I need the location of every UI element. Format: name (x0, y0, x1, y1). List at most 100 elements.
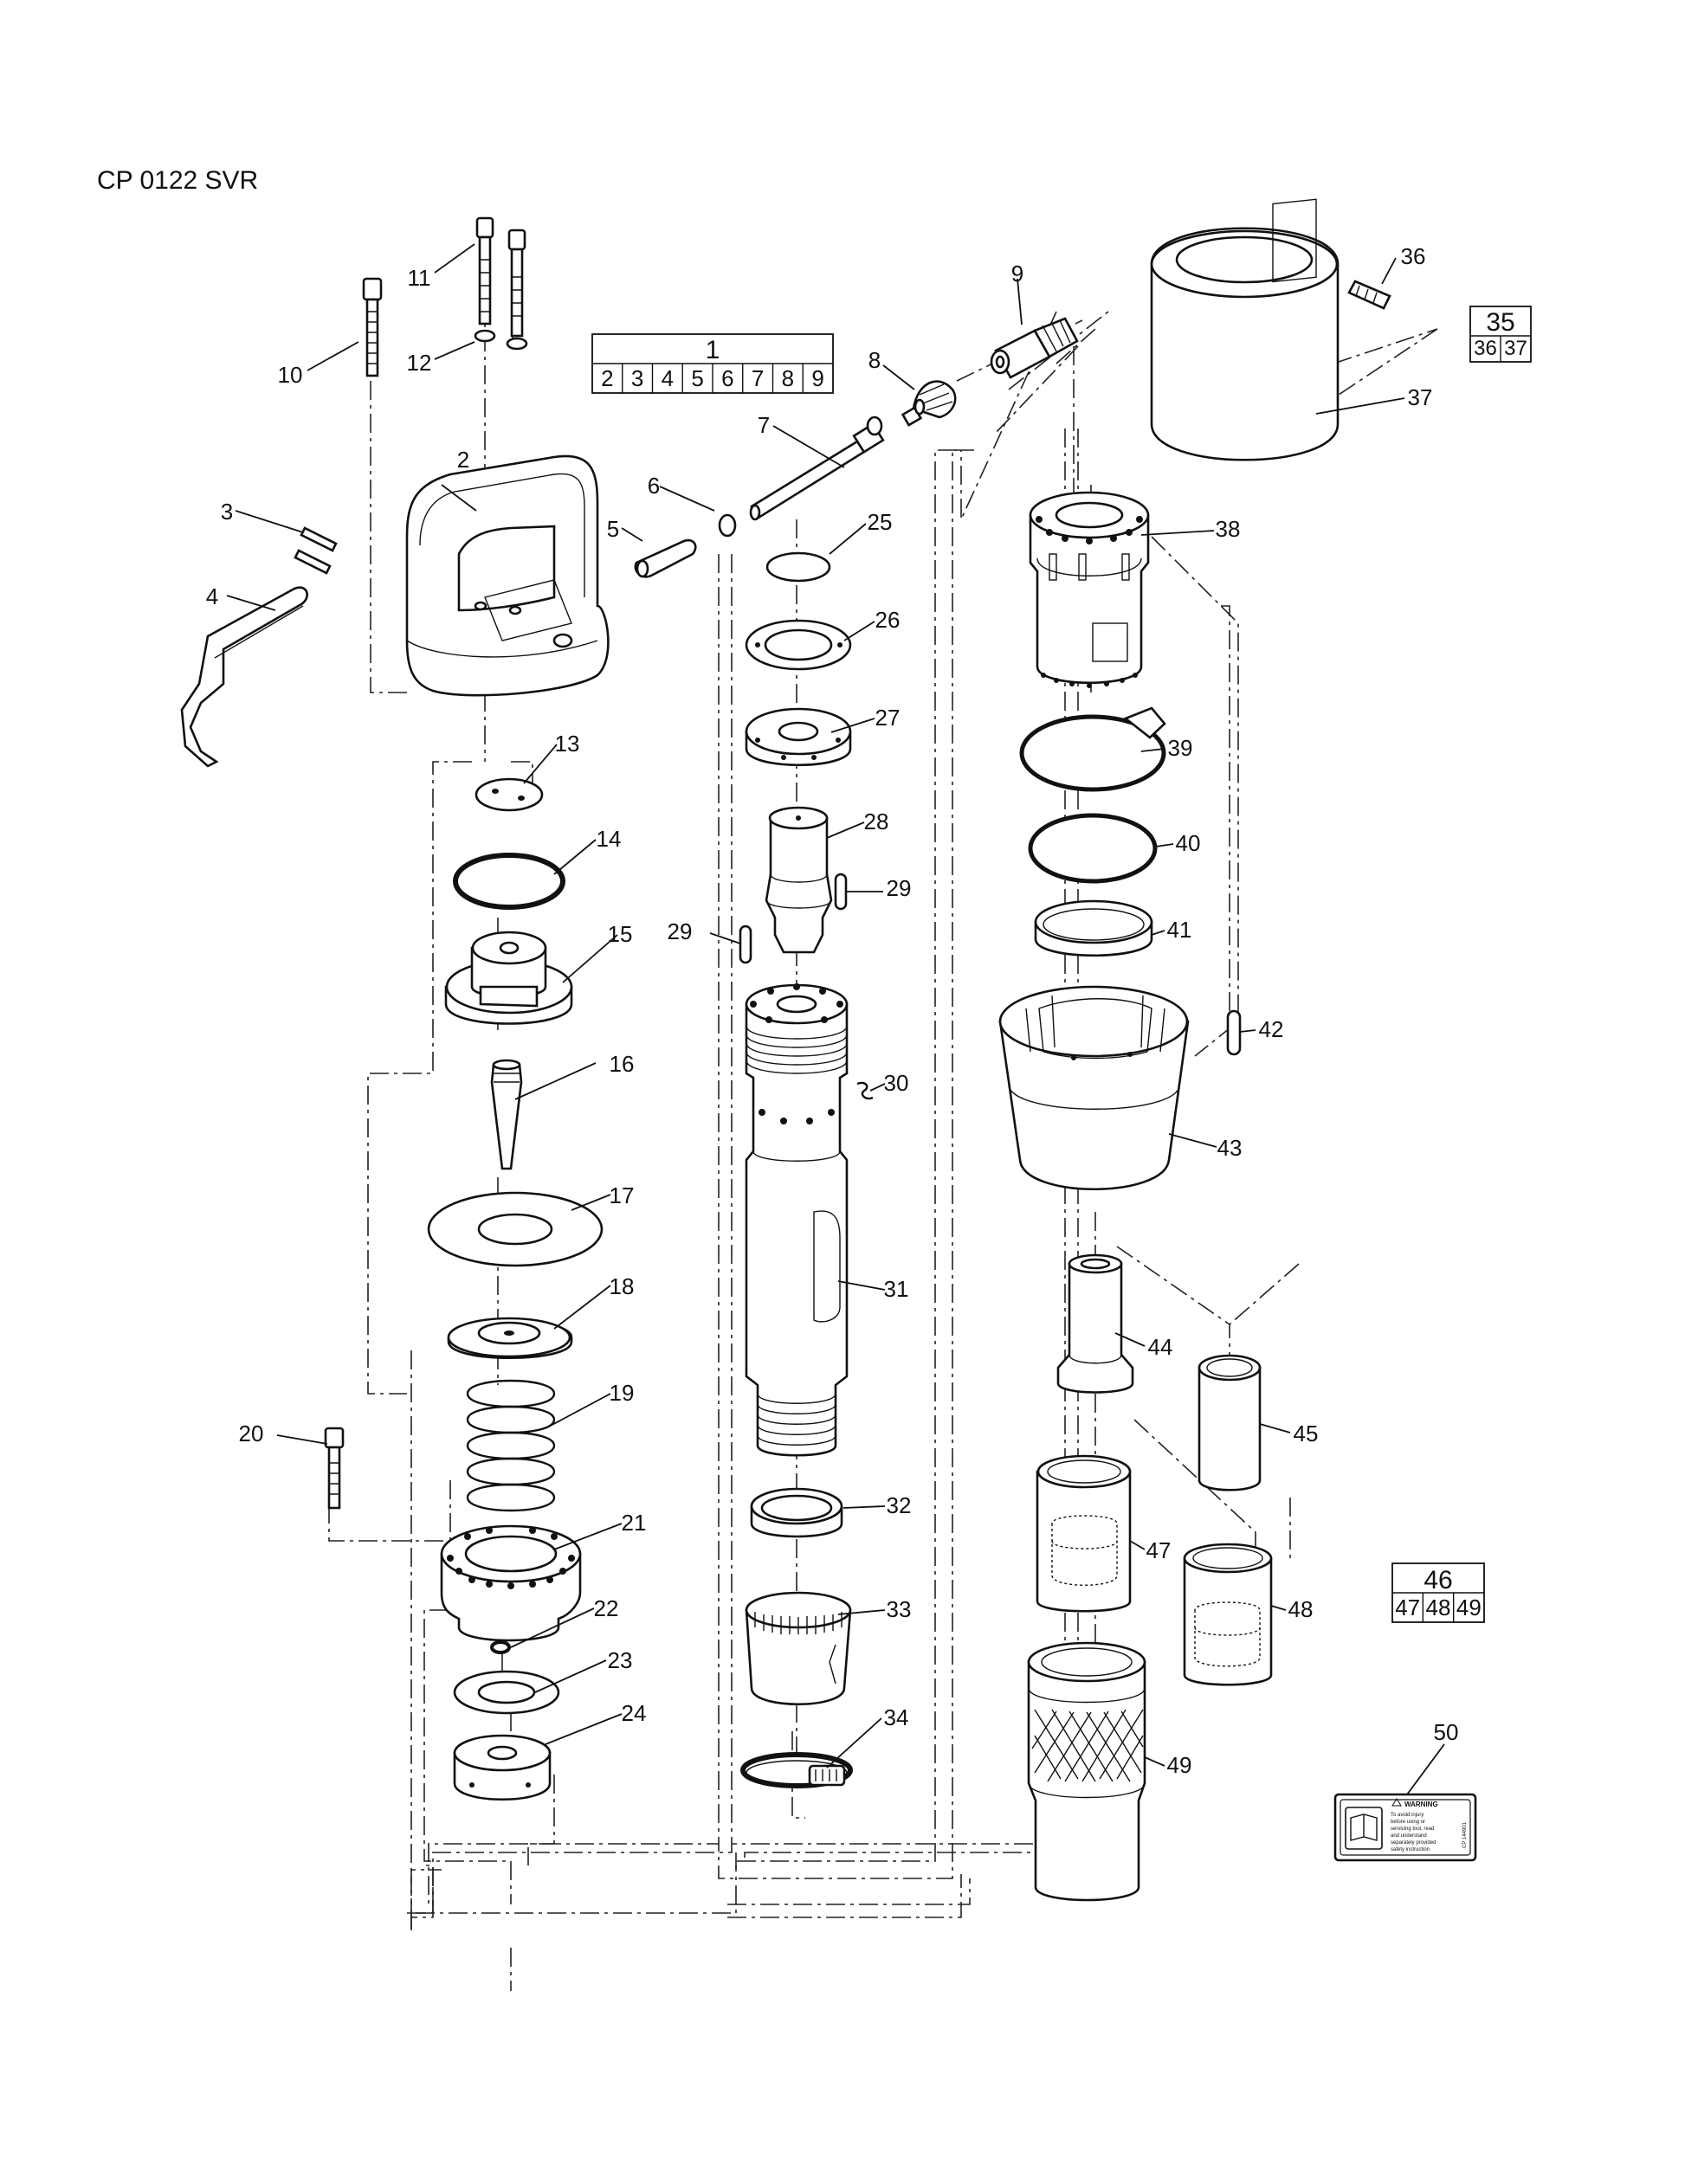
kit-35-member-36: 36 (1474, 337, 1497, 360)
callout-47: 47 (1146, 1537, 1172, 1563)
part-41-ring (1034, 899, 1153, 957)
warning-triangle-icon (1391, 1798, 1402, 1807)
kit-46-header: 46 (1424, 1566, 1452, 1595)
kit-46-member-48: 48 (1426, 1595, 1451, 1620)
callout-6: 6 (648, 473, 660, 499)
part-30-pin (856, 1081, 874, 1100)
part-43-nose (998, 985, 1190, 1191)
part-50-warning-label: WARNING To avoid injury before using or … (1333, 1793, 1477, 1862)
part-42-pin (1226, 1009, 1242, 1056)
callout-9: 9 (1011, 261, 1023, 287)
callout-3: 3 (221, 499, 233, 525)
part-20-screw (324, 1427, 345, 1510)
part-18-plate (447, 1317, 573, 1360)
callout-30: 30 (884, 1070, 909, 1096)
part-17-washer (427, 1191, 604, 1267)
part-11-screws (475, 216, 526, 338)
callout-12: 12 (407, 350, 432, 376)
callout-10: 10 (278, 362, 303, 388)
label-50-side-code: CP 144901 (1462, 1821, 1468, 1848)
kit-1-member-6: 6 (721, 365, 733, 391)
part-49-retainer (1027, 1641, 1146, 1902)
part-13-plate (475, 777, 544, 812)
callout-19: 19 (610, 1380, 635, 1406)
part-7-tube (749, 416, 885, 521)
callout-48: 48 (1288, 1596, 1314, 1622)
callout-31: 31 (884, 1276, 909, 1302)
part-31-cylinder (745, 983, 849, 1457)
callout-18: 18 (610, 1273, 635, 1299)
callout-36: 36 (1401, 243, 1426, 269)
callout-42: 42 (1259, 1016, 1284, 1042)
callout-27: 27 (875, 705, 901, 731)
part-24-bushing (453, 1734, 552, 1801)
part-47-sleeve (1036, 1454, 1132, 1613)
callout-8: 8 (868, 347, 881, 373)
callout-4: 4 (206, 583, 218, 609)
label-50-heading: WARNING (1404, 1801, 1438, 1808)
part-8-spring (901, 380, 957, 427)
part-10-screw (362, 277, 383, 377)
callout-15: 15 (608, 921, 633, 947)
callout-16: 16 (610, 1051, 635, 1077)
callout-40: 40 (1176, 830, 1201, 856)
part-29-pins (739, 873, 848, 964)
kit-1-member-8: 8 (782, 365, 794, 391)
part-26-washer (745, 619, 852, 671)
part-14-oring (453, 853, 565, 910)
callout-49: 49 (1167, 1752, 1192, 1778)
label-50-line-3: servicing tool, read (1391, 1826, 1434, 1832)
callout-28: 28 (864, 809, 889, 834)
callout-17: 17 (610, 1182, 635, 1208)
kit-1-member-5: 5 (691, 365, 703, 391)
callout-44: 44 (1148, 1334, 1173, 1360)
callout-26: 26 (875, 607, 901, 633)
callout-50: 50 (1434, 1719, 1459, 1745)
callout-45: 45 (1294, 1421, 1319, 1446)
label-book-icon (1345, 1807, 1383, 1850)
callout-5: 5 (607, 516, 619, 542)
part-9-fitting (990, 317, 1079, 379)
part-33-sleeve (745, 1591, 852, 1705)
callout-37: 37 (1408, 384, 1433, 410)
callout-13: 13 (555, 731, 580, 757)
part-2-handle (405, 454, 610, 697)
callout-43: 43 (1217, 1135, 1243, 1161)
part-28-piston (765, 806, 833, 954)
kit-box-35: 36 37 35 (1469, 306, 1532, 363)
kit-1-header: 1 (706, 336, 720, 364)
callout-2: 2 (457, 447, 469, 473)
part-3-pins (294, 526, 338, 575)
part-6-oring (718, 513, 737, 538)
callout-11: 11 (408, 265, 431, 291)
kit-1-member-9: 9 (811, 365, 823, 391)
part-34-clamp (740, 1752, 853, 1788)
callout-labels: 2 3 4 5 6 7 8 9 10 11 12 13 14 15 16 17 … (206, 243, 1459, 1778)
callout-20: 20 (239, 1421, 264, 1446)
part-37-cover (1150, 198, 1340, 461)
part-4-lever (180, 586, 308, 768)
part-39-snapring (1019, 706, 1166, 792)
part-44-bushing (1056, 1253, 1134, 1394)
part-5-pin (634, 538, 697, 578)
label-50-line-2: before using or (1391, 1820, 1425, 1825)
callout-34: 34 (884, 1704, 909, 1730)
kit-35-header: 35 (1486, 308, 1514, 337)
label-50-line-1: To avoid injury (1391, 1813, 1424, 1818)
kit-35-member-37: 37 (1504, 337, 1527, 360)
part-45-sleeve (1198, 1354, 1262, 1491)
kit-1-member-3: 3 (631, 365, 643, 391)
part-48-sleeve (1183, 1543, 1273, 1686)
part-36-screw (1347, 280, 1391, 310)
part-15-valve-body (444, 931, 573, 1025)
part-38-housing (1029, 491, 1150, 688)
callout-24: 24 (622, 1700, 647, 1726)
kit-1-member-2: 2 (601, 365, 613, 391)
callout-21: 21 (622, 1510, 647, 1536)
callout-25: 25 (868, 509, 893, 535)
part-32-ring (750, 1487, 843, 1538)
